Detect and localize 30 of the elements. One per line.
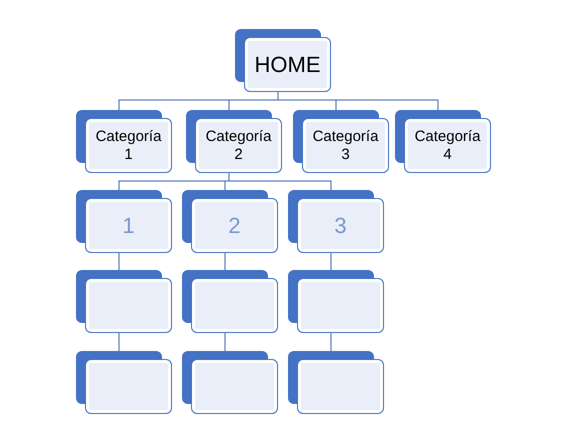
connector-line [118,332,120,352]
box-label: 3 [334,212,347,238]
box-label: Categoría 3 [312,128,380,163]
box-label: Categoría 4 [414,128,482,163]
connector-line [224,332,226,352]
stacked-box [76,270,172,333]
connector-line [118,252,120,270]
box-label: 2 [228,212,241,238]
stacked-box [76,190,172,253]
stacked-box [395,110,491,173]
connector-line [278,92,438,110]
box-label: Categoría 2 [204,128,272,163]
connector-line [228,172,332,190]
box-label: 1 [122,212,135,238]
stacked-box [288,270,384,333]
stacked-box [288,190,384,253]
stacked-box [182,190,278,253]
stacked-box [76,110,172,173]
connector-line [330,332,332,352]
connector-line [330,252,332,270]
stacked-box [186,110,282,173]
stacked-box [235,29,331,92]
stacked-box [182,351,278,414]
stacked-box [288,351,384,414]
stacked-box [76,351,172,414]
box-label: Categoría 1 [94,128,162,163]
connector-line [224,252,226,270]
stacked-box [293,110,389,173]
stacked-box [182,270,278,333]
box-label: HOME [254,52,320,78]
